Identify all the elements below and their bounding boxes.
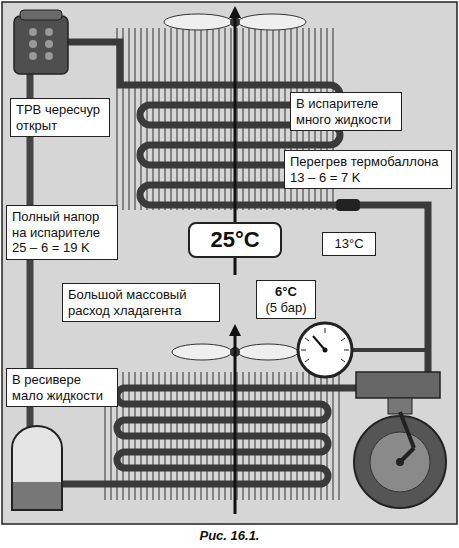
evaporator-coil (68, 42, 428, 374)
label-box: Перегрев термобаллона 13 – 6 = 7 K (284, 150, 452, 189)
thermobulb (336, 199, 360, 211)
label-text: Большой массовый расход хладагента (68, 287, 214, 318)
label-text: Перегрев термобаллона 13 – 6 = 7 K (290, 154, 446, 185)
label-box: 13°C (322, 232, 376, 256)
label-text: Полный напор на испарителе 25 – 6 = 19 K (12, 209, 112, 256)
label-box: ТРВ чересчур открыт (10, 98, 110, 137)
label-box: В ресивере мало жидкости (6, 368, 118, 407)
label-text: 25°C (195, 227, 275, 253)
label-box: 25°C (188, 222, 282, 258)
label-text: В испарителе много жидкости (296, 96, 396, 127)
expansion-valve (14, 10, 68, 74)
label-box: Большой массовый расход хладагента (62, 283, 220, 322)
label-text: (5 бар) (262, 300, 310, 316)
label-box: В испарителе много жидкости (290, 92, 402, 131)
background-panel (2, 2, 457, 524)
figure-caption: Рис. 16.1. (0, 528, 459, 543)
label-text: В ресивере мало жидкости (12, 372, 112, 403)
label-text: 13°C (328, 236, 370, 252)
receiver (12, 426, 62, 510)
airflow-arrow (234, 330, 237, 514)
label-box: 6°C(5 бар) (256, 280, 316, 319)
label-box: Полный напор на испарителе 25 – 6 = 19 K (6, 205, 118, 260)
gauge-line (352, 348, 428, 352)
compressor (354, 372, 446, 508)
label-text: 6°C (262, 284, 310, 300)
pressure-gauge (298, 323, 352, 377)
label-text: ТРВ чересчур открыт (16, 102, 104, 133)
